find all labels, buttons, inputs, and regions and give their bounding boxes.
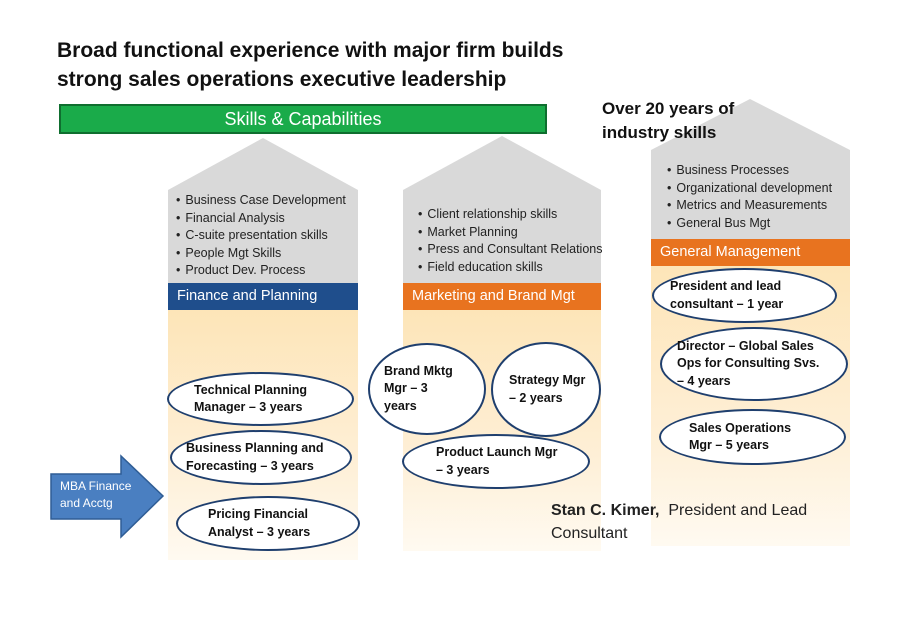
role-line: Product Launch Mgr: [436, 445, 558, 459]
list-item: Financial Analysis: [176, 210, 346, 228]
bio-name: Stan C. Kimer,: [551, 502, 660, 519]
role-line: Mgr – 3: [384, 381, 428, 396]
role-line: – 2 years: [509, 390, 563, 405]
skills-banner: Skills & Capabilities: [59, 104, 547, 134]
list-item: Product Dev. Process: [176, 262, 346, 280]
role-line: President and lead: [670, 279, 782, 293]
side-note-line-2: industry skills: [602, 123, 717, 142]
role-line: Ops for Consulting Svs.: [677, 356, 820, 371]
list-item: Business Case Development: [176, 192, 346, 210]
role-line: – 4 years: [677, 373, 731, 388]
list-item: Client relationship skills: [418, 206, 603, 224]
role-line: Pricing Financial: [208, 507, 309, 521]
title-line-1: Broad functional experience with major f…: [57, 39, 564, 62]
role-president: President and lead consultant – 1 year: [652, 268, 837, 323]
list-item: Market Planning: [418, 224, 603, 242]
role-line: Technical Planning: [194, 382, 307, 397]
bio-role-line-2: Consultant: [551, 525, 628, 542]
role-line: Mgr – 5 years: [689, 438, 769, 452]
finance-skills-list: Business Case Development Financial Anal…: [176, 192, 346, 280]
role-line: Strategy Mgr: [509, 373, 586, 387]
general-skills-list: Business Processes Organizational develo…: [667, 162, 832, 232]
list-item: Press and Consultant Relations: [418, 241, 602, 259]
list-item: Organizational development: [667, 180, 832, 198]
mba-line-1: MBA Finance: [60, 479, 132, 493]
list-item: Metrics and Measurements: [667, 197, 832, 215]
marketing-band: Marketing and Brand Mgt: [403, 283, 601, 310]
role-line: Business Planning and: [186, 441, 324, 455]
marketing-skills-list: Client relationship skills Market Planni…: [418, 206, 603, 277]
role-line: consultant – 1 year: [670, 296, 784, 311]
side-note: Over 20 years of industry skills: [602, 97, 734, 145]
mba-line-2: and Acctg: [60, 495, 113, 510]
mba-arrow-label: MBA Finance and Acctg: [60, 478, 131, 511]
page-title: Broad functional experience with major f…: [57, 36, 563, 94]
role-line: Manager – 3 years: [194, 400, 303, 414]
side-note-line-1: Over 20 years of: [602, 99, 735, 118]
role-strategy-mgr: Strategy Mgr – 2 years: [491, 342, 601, 437]
list-item: Field education skills: [418, 259, 603, 277]
list-item: C-suite presentation skills: [176, 227, 346, 245]
list-item: Business Processes: [667, 162, 832, 180]
role-line: years: [384, 398, 417, 413]
role-line: Analyst – 3 years: [208, 524, 311, 539]
title-line-2: strong sales operations executive leader…: [57, 68, 507, 91]
role-line: – 3 years: [436, 462, 490, 477]
general-band: General Management: [651, 239, 850, 266]
list-item: General Bus Mgt: [667, 215, 832, 233]
bio-role-line-1: President and Lead: [668, 502, 808, 519]
bio: Stan C. Kimer, President and Lead Consul…: [551, 499, 807, 545]
role-line: Sales Operations: [689, 420, 792, 435]
mba-arrow: [50, 454, 165, 539]
finance-band: Finance and Planning: [168, 283, 358, 310]
role-line: Director – Global Sales: [677, 338, 814, 353]
role-line: Brand Mktg: [384, 363, 453, 378]
role-product-launch-mgr: Product Launch Mgr – 3 years: [402, 434, 590, 489]
list-item: People Mgt Skills: [176, 245, 346, 263]
role-line: Forecasting – 3 years: [186, 458, 314, 473]
